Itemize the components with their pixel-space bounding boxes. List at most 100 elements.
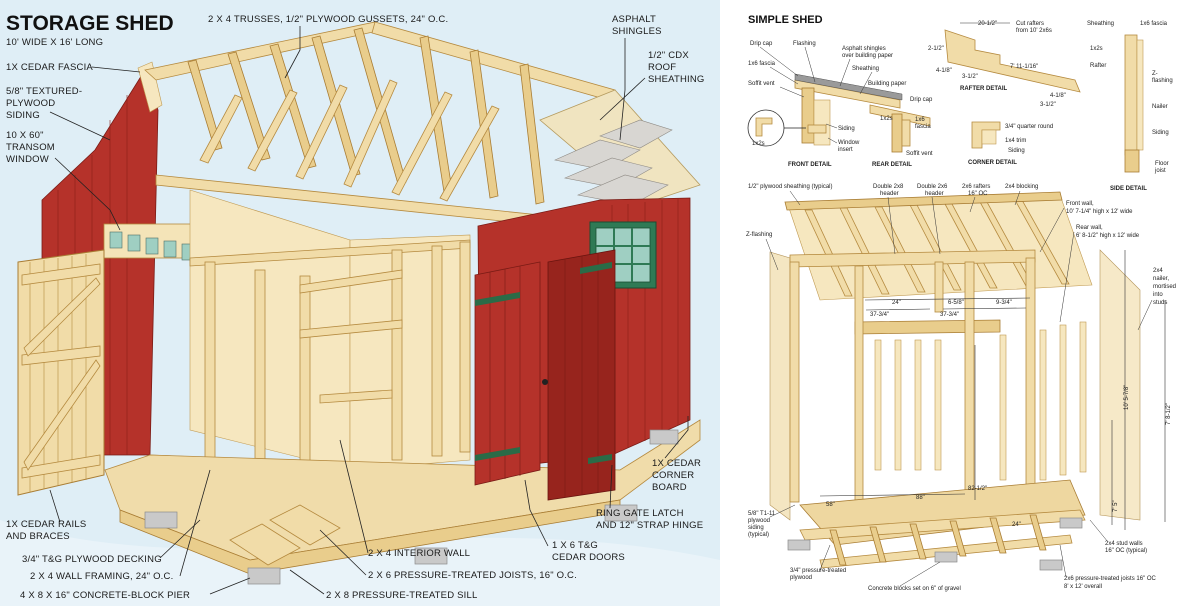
m-double-header-2-a: Double 2x6 bbox=[917, 184, 948, 190]
rafter-note-2: from 10' 2x6s bbox=[1016, 28, 1052, 34]
m-floor-2: plywood bbox=[790, 575, 812, 581]
front-detail: Drip cap Flashing Asphalt shingles over … bbox=[747, 41, 903, 168]
transom-window bbox=[103, 223, 205, 261]
m-siding-2: plywood bbox=[748, 518, 770, 524]
m-front-wall-1: Front wall, bbox=[1066, 201, 1094, 207]
rafter-note-1: Cut rafters bbox=[1016, 21, 1044, 27]
rear-detail: Building paper Drip cap 1x2s 1x6 fascia … bbox=[868, 81, 933, 168]
rd-drip-cap: Drip cap bbox=[910, 97, 933, 103]
label-doors-1: 1 X 6 T&G bbox=[552, 540, 598, 551]
fd-caption: FRONT DETAIL bbox=[788, 162, 832, 168]
label-wall-framing: 2 X 4 WALL FRAMING, 24" O.C. bbox=[30, 571, 173, 582]
concrete-block-piers bbox=[144, 429, 679, 585]
label-rails-1: 1X CEDAR RAILS bbox=[6, 519, 86, 530]
label-window-2: TRANSOM bbox=[6, 142, 55, 153]
fd-drip-cap: Drip cap bbox=[750, 41, 773, 47]
m-nailer-2: nailer, bbox=[1153, 276, 1169, 282]
label-pier: 4 X 8 X 16" CONCRETE-BLOCK PIER bbox=[20, 590, 190, 601]
leader-latch bbox=[609, 464, 613, 509]
m-dim-24a: 24" bbox=[892, 300, 901, 306]
cd-quarter-round: 3/4" quarter round bbox=[1005, 124, 1053, 130]
leader-rails bbox=[49, 489, 61, 523]
m-blocking: 2x4 blocking bbox=[1005, 184, 1038, 190]
m-nailer-5: studs bbox=[1153, 300, 1167, 306]
fd-sheathing: Sheathing bbox=[852, 66, 879, 72]
storage-shed-title: STORAGE SHED bbox=[6, 12, 174, 35]
m-rafters-a: 2x6 rafters bbox=[962, 184, 990, 190]
m-double-header-1-b: header bbox=[880, 191, 899, 197]
m-double-header-1-a: Double 2x8 bbox=[873, 184, 904, 190]
rafter-dim-5: 3-1/2" bbox=[1040, 102, 1056, 108]
open-left-door bbox=[17, 249, 105, 496]
cd-trim: 1x4 trim bbox=[1005, 138, 1026, 144]
m-dim-24b: 24" bbox=[1012, 522, 1021, 528]
ground-shadow bbox=[0, 520, 720, 606]
m-stud-walls-2: 16" OC (typical) bbox=[1105, 548, 1147, 554]
m-blocks: Concrete blocks set on 6" of gravel bbox=[868, 586, 961, 592]
leader-interior-wall bbox=[339, 439, 369, 554]
label-rails-2: AND BRACES bbox=[6, 531, 70, 542]
sd-siding: Siding bbox=[1152, 130, 1169, 136]
fd-shingles-1: Asphalt shingles bbox=[842, 46, 886, 52]
m-siding-4: (typical) bbox=[748, 532, 769, 538]
label-corner-board-2: CORNER bbox=[652, 470, 694, 481]
label-decking: 3/4" T&G PLYWOOD DECKING bbox=[22, 554, 162, 565]
m-siding-1: 5/8" T1-11 bbox=[748, 511, 776, 517]
fd-siding: Siding bbox=[838, 126, 855, 132]
m-nailer-1: 2x4 bbox=[1153, 268, 1163, 274]
label-siding-2: PLYWOOD bbox=[6, 98, 55, 109]
label-doors-2: CEDAR DOORS bbox=[552, 552, 625, 563]
asphalt-shingles bbox=[554, 119, 673, 206]
sd-rafter: Rafter bbox=[1090, 63, 1106, 69]
leader-fascia bbox=[91, 66, 141, 73]
rafter-dim-4: 4-1/8" bbox=[1050, 93, 1066, 99]
leader-joists bbox=[319, 529, 367, 576]
label-fascia: 1X CEDAR FASCIA bbox=[6, 62, 93, 73]
sd-caption: SIDE DETAIL bbox=[1110, 186, 1147, 192]
label-joists: 2 X 6 PRESSURE-TREATED JOISTS, 16" O.C. bbox=[368, 570, 577, 581]
fd-window-1: Window bbox=[838, 140, 860, 146]
label-shingles-2: SHINGLES bbox=[612, 26, 662, 37]
m-rafters-b: 16" OC bbox=[968, 191, 988, 197]
sd-nailer: Nailer bbox=[1152, 104, 1168, 110]
simple-shed-panel: SIMPLE SHED Drip cap Flashing Asphalt sh… bbox=[720, 0, 1200, 606]
sd-one-by-twos: 1x2s bbox=[1090, 46, 1103, 52]
sd-flashing-2: flashing bbox=[1152, 78, 1173, 84]
leader-corner-board bbox=[664, 416, 689, 459]
label-shingles-1: ASPHALT bbox=[612, 14, 656, 25]
rd-fascia-2: fascia bbox=[915, 124, 931, 130]
leader-sheathing bbox=[599, 77, 646, 121]
fd-shingles-2: over building paper bbox=[842, 53, 893, 59]
label-latch-1: RING GATE LATCH bbox=[596, 508, 684, 519]
simple-shed-title: SIMPLE SHED bbox=[748, 14, 823, 26]
m-joists-2: 8' x 12' overall bbox=[1064, 584, 1102, 590]
label-sheathing-3: SHEATHING bbox=[648, 74, 705, 85]
m-joists-1: 2x6 pressure-treated joists 16" OC bbox=[1064, 576, 1157, 582]
m-dim-75: 7' 5" bbox=[1113, 500, 1119, 512]
leader-wall-framing bbox=[179, 469, 211, 577]
leader-siding bbox=[49, 111, 111, 141]
cedar-fascia bbox=[137, 61, 163, 113]
label-siding-3: SIDING bbox=[6, 110, 40, 121]
label-window-3: WINDOW bbox=[6, 154, 49, 165]
m-dim-88: 88" bbox=[916, 495, 925, 501]
label-latch-2: AND 12" STRAP HINGE bbox=[596, 520, 703, 531]
rafter-dim-3: 3-1/2" bbox=[962, 74, 978, 80]
m-double-header-2-b: header bbox=[925, 191, 944, 197]
sd-fascia: 1x6 fascia bbox=[1140, 21, 1168, 27]
sd-sheathing: Sheathing bbox=[1087, 21, 1114, 27]
leader-shingles bbox=[619, 38, 626, 141]
sd-floor-joist-2: joist bbox=[1154, 168, 1166, 174]
m-stud-walls-1: 2x4 stud walls bbox=[1105, 541, 1143, 547]
m-z-flashing: Z-flashing bbox=[746, 232, 772, 238]
label-sill: 2 X 8 PRESSURE-TREATED SILL bbox=[326, 590, 477, 601]
rafter-dim-1: 2-1/2" bbox=[928, 46, 944, 52]
sd-floor-joist-1: Floor bbox=[1155, 161, 1169, 167]
roof-trusses bbox=[144, 21, 616, 226]
rd-fascia-1: 1x6 bbox=[915, 117, 925, 123]
leader-window bbox=[54, 157, 121, 231]
label-sheathing-2: ROOF bbox=[648, 62, 676, 73]
label-corner-board-1: 1X CEDAR bbox=[652, 458, 701, 469]
